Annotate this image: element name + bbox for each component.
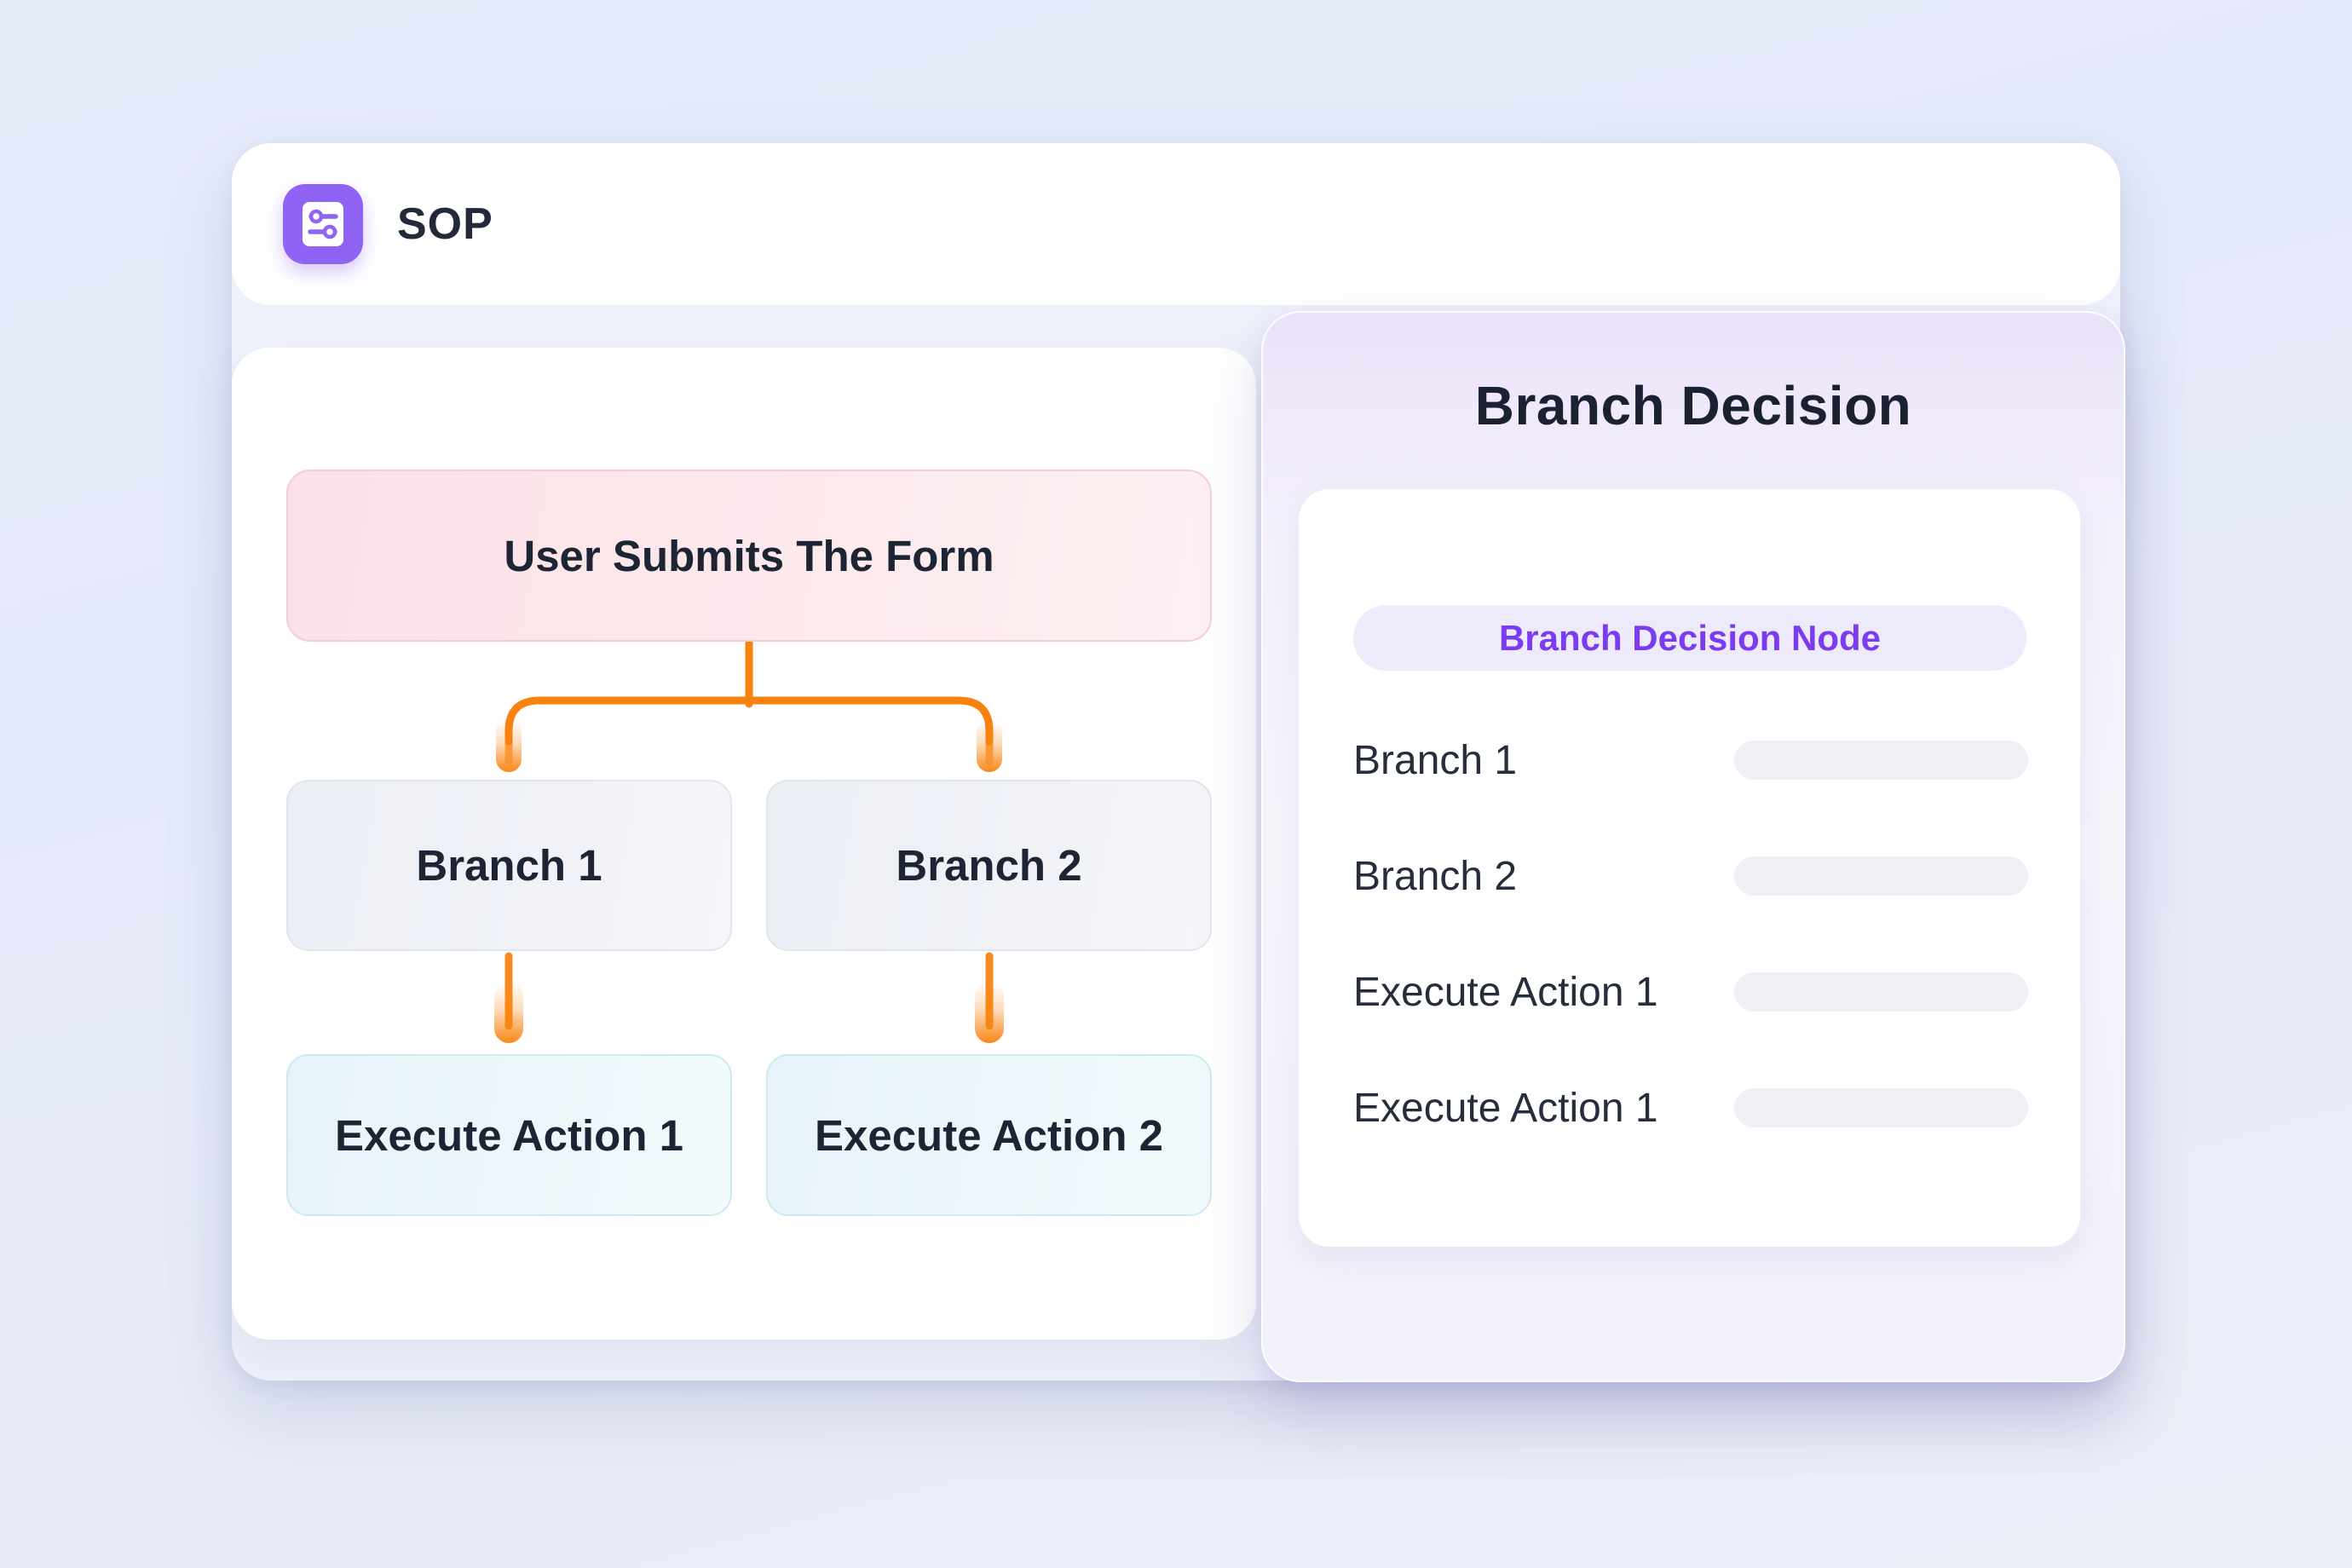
row-label: Branch 2 — [1353, 853, 1518, 899]
app-title: SOP — [397, 199, 493, 249]
detail-row-action-2: Execute Action 1 — [1353, 1082, 2028, 1133]
flow-node-trigger[interactable]: User Submits The Form — [286, 470, 1212, 642]
detail-row-branch-1: Branch 1 — [1353, 735, 2028, 786]
sop-app-icon — [283, 184, 363, 264]
flow-node-action-1[interactable]: Execute Action 1 — [286, 1054, 732, 1216]
value-skeleton-bar — [1734, 856, 2028, 896]
branch-decision-node-badge: Branch Decision Node — [1353, 605, 2026, 671]
row-label: Branch 1 — [1353, 737, 1518, 783]
row-label: Execute Action 1 — [1353, 969, 1658, 1015]
value-skeleton-bar — [1734, 1088, 2028, 1127]
branch-decision-panel: Branch Decision Branch Decision Node Bra… — [1261, 311, 2125, 1382]
row-label: Execute Action 1 — [1353, 1085, 1658, 1131]
value-skeleton-bar — [1734, 972, 2028, 1012]
flow-node-branch-2[interactable]: Branch 2 — [766, 780, 1212, 951]
sliders-icon — [303, 202, 343, 246]
connector-tee — [504, 696, 994, 746]
flow-node-branch-1[interactable]: Branch 1 — [286, 780, 732, 951]
flow-node-action-2[interactable]: Execute Action 2 — [766, 1054, 1212, 1216]
flow-connectors — [494, 636, 1004, 1043]
detail-row-action-1: Execute Action 1 — [1353, 966, 2028, 1017]
panel-title: Branch Decision — [1474, 375, 1912, 436]
app-header: SOP — [232, 143, 2120, 305]
flowchart-canvas: User Submits The Form Branch 1 Branch 2 … — [232, 348, 1256, 1340]
panel-card: Branch Decision Node Branch 1 Branch 2 E… — [1299, 489, 2080, 1247]
value-skeleton-bar — [1734, 741, 2028, 780]
detail-row-branch-2: Branch 2 — [1353, 850, 2028, 902]
